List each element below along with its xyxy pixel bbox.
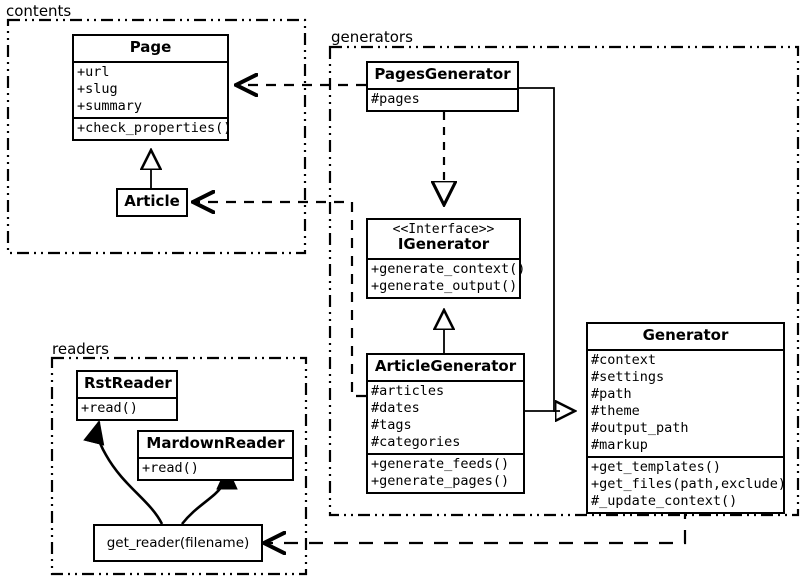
class-attributes-articlegenerator: #articles #dates #tags #categories: [368, 382, 523, 453]
attribute-row: #pages: [371, 90, 420, 107]
attribute-row: +slug: [77, 80, 118, 97]
class-box-article[interactable]: Article: [116, 188, 188, 217]
class-title-rstreader: RstReader: [84, 374, 172, 392]
method-row: +generate_output(): [371, 278, 518, 295]
method-row: +read(): [142, 459, 199, 476]
class-box-articlegenerator[interactable]: ArticleGenerator #articles #dates #tags …: [366, 353, 525, 494]
class-title-pagesgenerator: PagesGenerator: [374, 65, 511, 83]
attribute-row: #articles: [371, 382, 445, 399]
class-attributes-pagesgenerator: #pages: [368, 90, 517, 110]
edge-pagesgenerator-to-generator: [519, 87, 575, 411]
method-row: +generate_feeds(): [371, 455, 510, 472]
attribute-row: #tags: [371, 416, 412, 433]
class-methods-rstreader: +read(): [78, 399, 176, 419]
attribute-row: +url: [77, 63, 110, 80]
class-title-articlegenerator: ArticleGenerator: [374, 357, 517, 375]
method-row: +generate_pages(): [371, 472, 510, 489]
class-box-page[interactable]: Page +url +slug +summary +check_properti…: [72, 34, 232, 141]
class-title-article: Article: [124, 192, 180, 210]
attribute-row: #dates: [371, 399, 420, 416]
package-label-generators: generators: [331, 28, 413, 46]
class-methods-articlegenerator: +generate_feeds() +generate_pages(): [368, 455, 523, 492]
edge-articlegenerator-to-article: [193, 202, 366, 398]
class-attributes-page: +url +slug +summary: [74, 63, 227, 117]
class-box-igenerator[interactable]: <<Interface>> IGenerator +generate_conte…: [366, 218, 526, 300]
method-row: +get_templates(): [591, 458, 722, 475]
package-label-readers: readers: [52, 340, 109, 358]
attribute-row: +summary: [77, 97, 143, 114]
attribute-row: #settings: [591, 368, 665, 385]
attribute-row: #categories: [371, 433, 461, 450]
class-box-mardownreader[interactable]: MardownReader +read(): [137, 430, 294, 481]
class-title-generator: Generator: [642, 326, 729, 344]
method-row: +check_properties(): [77, 119, 232, 136]
package-label-contents: contents: [6, 2, 72, 20]
class-box-pagesgenerator[interactable]: PagesGenerator #pages: [366, 61, 519, 112]
attribute-row: #markup: [591, 436, 648, 453]
function-box-get-reader[interactable]: get_reader(filename): [93, 524, 263, 562]
attribute-row: #output_path: [591, 419, 689, 436]
attribute-row: #theme: [591, 402, 640, 419]
class-methods-page: +check_properties(): [74, 119, 232, 139]
method-row: +get_files(path,exclude): [591, 475, 787, 492]
class-methods-igenerator: +generate_context() +generate_output(): [368, 260, 526, 297]
class-title-mardownreader: MardownReader: [146, 434, 285, 452]
attribute-row: #path: [591, 385, 632, 402]
class-methods-generator: +get_templates() +get_files(path,exclude…: [588, 458, 787, 512]
method-row: +read(): [81, 399, 138, 416]
method-row: #_update_context(): [591, 492, 738, 509]
class-attributes-generator: #context #settings #path #theme #output_…: [588, 351, 783, 456]
class-title-page: Page: [129, 38, 172, 56]
class-box-generator[interactable]: Generator #context #settings #path #them…: [586, 322, 787, 514]
function-label-get-reader: get_reader(filename): [106, 535, 250, 551]
class-title-igenerator: IGenerator: [397, 235, 490, 254]
class-box-rstreader[interactable]: RstReader +read(): [76, 370, 178, 421]
method-row: +generate_context(): [371, 261, 526, 278]
class-methods-mardownreader: +read(): [139, 459, 292, 479]
attribute-row: #context: [591, 351, 657, 368]
